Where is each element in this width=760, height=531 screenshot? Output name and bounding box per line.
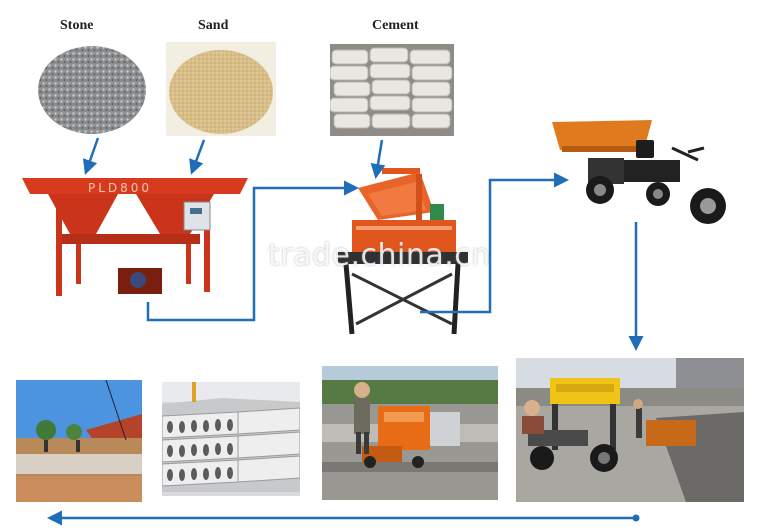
cement-to-mixer-arrow	[370, 139, 386, 179]
stone-image	[36, 40, 148, 136]
batcher-model-text: PLD800	[88, 181, 152, 195]
batcher-to-mixer-arrow	[146, 180, 359, 322]
stone-to-batcher-arrow	[82, 137, 100, 175]
mixer-to-tricycle-arrow	[420, 172, 569, 314]
stone-label: Stone	[60, 18, 94, 33]
sand-image	[166, 42, 276, 136]
concrete-mixer-image	[338, 164, 468, 338]
batching-machine-image: PLD800	[18, 172, 252, 300]
hollow-core-slabs-image	[162, 382, 300, 496]
tricycle-image	[548, 114, 732, 230]
sand-label: Sand	[198, 18, 229, 33]
installation-site-image	[16, 380, 142, 502]
slab-forming-machine-image	[322, 366, 498, 500]
transport-tricycle-image	[516, 358, 744, 502]
watermark-text: trade.china.cn	[268, 238, 491, 273]
cement-image	[330, 44, 454, 136]
cement-label: Cement	[372, 18, 419, 33]
sand-to-batcher-arrow	[189, 139, 206, 175]
